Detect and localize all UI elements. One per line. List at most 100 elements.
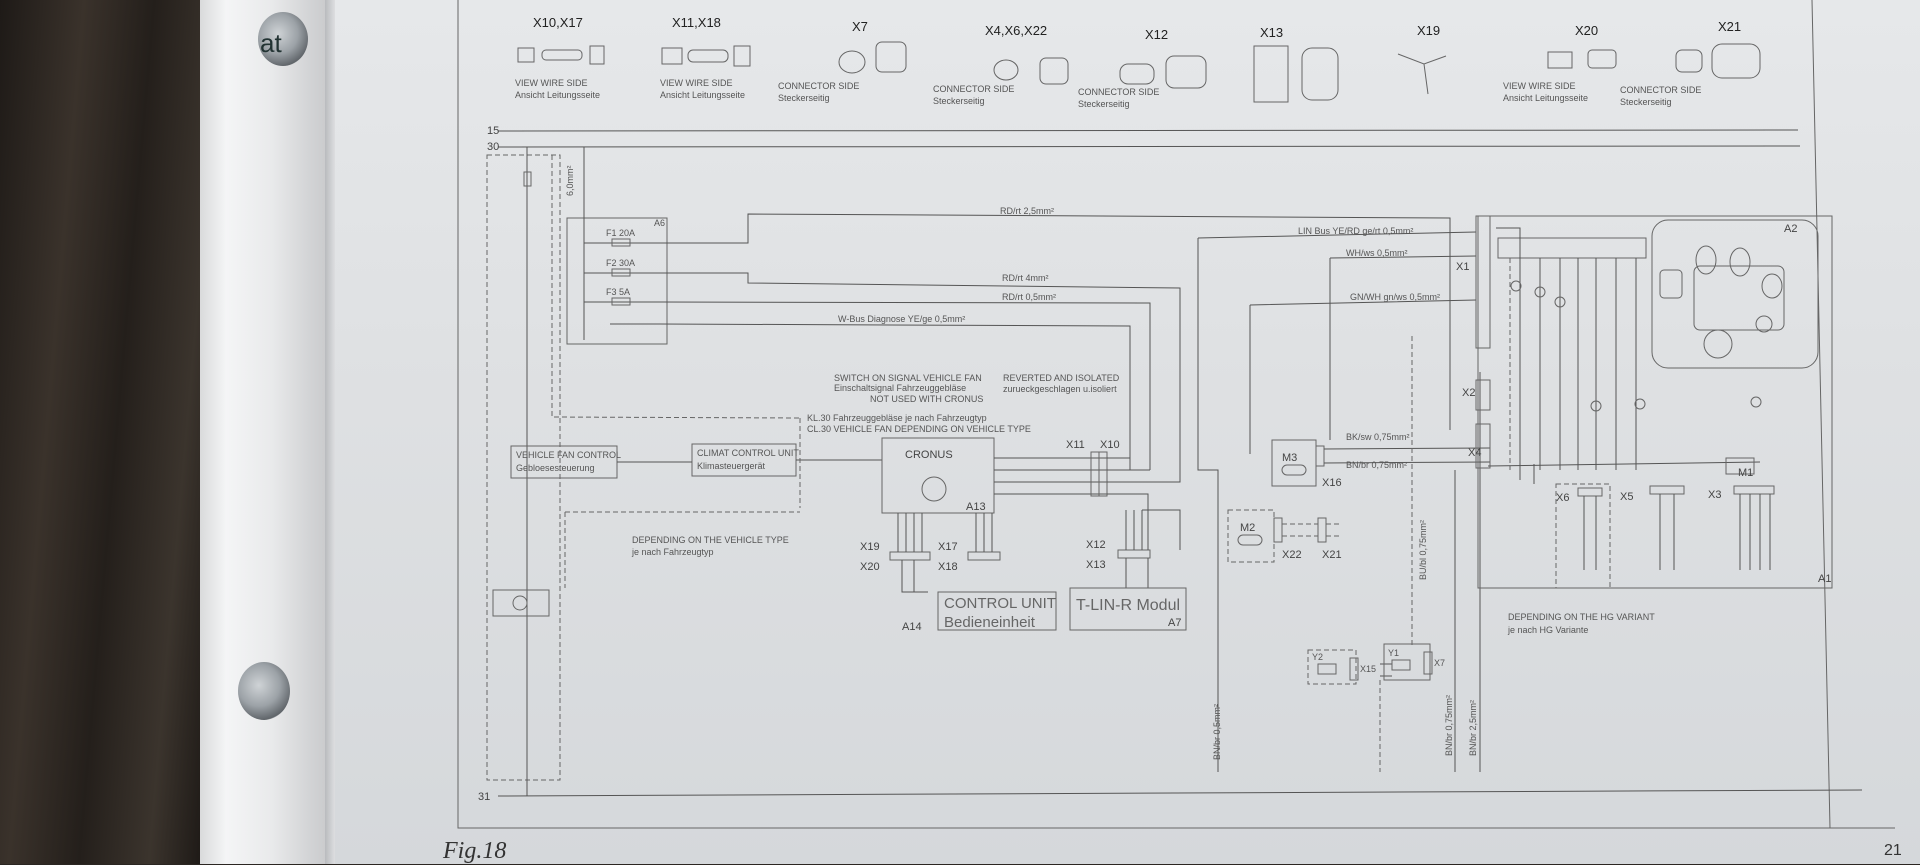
- rail-31-label: 31: [478, 791, 490, 803]
- a2-label: A2: [1784, 223, 1797, 235]
- connector-drawing-icon: [875, 41, 907, 73]
- tlin-label: T-LIN-R Modul: [1076, 597, 1180, 614]
- heater-a1-frame: [1477, 215, 1833, 589]
- x17-connector: [967, 551, 1001, 561]
- x12-wires: [1125, 510, 1149, 550]
- connector-x21: X21 CONNECTOR SIDE Steckerseitig: [1620, 19, 1761, 107]
- y1-label: Y1: [1388, 648, 1399, 658]
- motor-m3: M3 X16 BK/sw 0,75mm² BN/br 0,75mm²: [1271, 432, 1491, 489]
- x18-label: X18: [938, 561, 958, 573]
- x1-connector: [1475, 215, 1491, 349]
- binder-spine: [200, 0, 330, 864]
- fuse-f2-label: F2 30A: [606, 258, 635, 268]
- m3-wire-bn: [1323, 461, 1491, 464]
- y1-valve-icon: [1391, 659, 1411, 671]
- x12-connector: [1117, 549, 1151, 559]
- connector-note: Steckerseitig: [933, 96, 985, 106]
- fuse-f3: [611, 297, 631, 306]
- fuse-box-a6: 6,0mm² A6 F1 20A F2 30A F3 5A: [565, 147, 668, 345]
- connector-x7: X7 CONNECTOR SIDE Steckerseitig: [778, 19, 907, 103]
- connector-x12: X12 CONNECTOR SIDE Steckerseitig: [1078, 27, 1207, 109]
- connector-note: VIEW WIRE SIDE: [1503, 81, 1576, 91]
- wire-label: BK/sw 0,75mm²: [1346, 432, 1410, 442]
- m3-motor-icon: [1281, 464, 1307, 476]
- wire-label: RD/rt 4mm²: [1002, 273, 1049, 283]
- connector-header: X10,X17 VIEW WIRE SIDE Ansicht Leitungss…: [515, 15, 1761, 109]
- y2-label: Y2: [1312, 652, 1323, 662]
- connector-x10-x17: X10,X17 VIEW WIRE SIDE Ansicht Leitungss…: [515, 15, 605, 100]
- connector-note: Ansicht Leitungsseite: [515, 90, 600, 100]
- connector-drawing-icon: [1675, 49, 1703, 73]
- connector-drawing-icon: [838, 50, 866, 74]
- x11-connector: [1090, 451, 1100, 497]
- motor-m2: M2 X22 X21: [1227, 509, 1342, 563]
- x19-connector: [889, 551, 931, 561]
- a2-x2-socket: [1695, 245, 1717, 275]
- vehicle-type-region: [564, 418, 801, 588]
- note-text: zurueckgeschlagen u.isoliert: [1003, 384, 1117, 394]
- control-unit-label: Bedieneinheit: [944, 614, 1036, 631]
- connector-x20: X20 VIEW WIRE SIDE Ansicht Leitungsseite: [1503, 23, 1617, 103]
- tlin-box: [1069, 587, 1187, 631]
- a2-x4-socket: [1703, 329, 1733, 359]
- page-number: 21: [1884, 842, 1902, 859]
- heater-bus-wires: LIN Bus YE/RD ge/rt 0,5mm² WH/ws 0,5mm² …: [1197, 226, 1477, 454]
- rail-15-label: 15: [487, 125, 499, 137]
- connector-drawing-icon: [687, 49, 729, 63]
- x7-connector: [1423, 651, 1433, 675]
- y2-box: [1307, 649, 1357, 685]
- wire-label: GN/WH gn/ws 0,5mm²: [1350, 292, 1440, 302]
- m2-wires: [1326, 523, 1340, 537]
- x16-connector: [1315, 445, 1325, 467]
- x17-label: X17: [938, 541, 958, 553]
- connector-drawing-icon: [1711, 43, 1761, 79]
- x13-label: X13: [1086, 559, 1106, 571]
- wire-rd-2-5: [660, 213, 1451, 430]
- heater-unit-a1: A1 X1 X2 X4 M1 X6 X5 X3: [1456, 215, 1833, 589]
- wire-label: W-Bus Diagnose YE/ge 0,5mm²: [838, 314, 965, 324]
- notes: SWITCH ON SIGNAL VEHICLE FAN Einschaltsi…: [631, 373, 1655, 635]
- connector-note: CONNECTOR SIDE: [1620, 85, 1701, 95]
- rail-30-label: 30: [487, 141, 499, 153]
- x12-wire-extra: [1142, 509, 1181, 550]
- fuse-icon: [1510, 280, 1522, 292]
- m1-motor: [1725, 457, 1755, 475]
- a2-x3-socket: [1761, 273, 1783, 299]
- connector-label: X20: [1575, 23, 1598, 38]
- manual-page: [335, 0, 1920, 864]
- y2-wires: [1380, 663, 1392, 677]
- wire-gn: [1249, 299, 1477, 454]
- wire-label: RD/rt 0,5mm²: [1002, 292, 1056, 302]
- control-unit-a2: [1651, 219, 1819, 369]
- a13-bus: [897, 513, 993, 552]
- fuse-icon: [1590, 400, 1602, 412]
- cronus-label: CRONUS: [905, 449, 953, 461]
- fan-motor-icon: [512, 595, 528, 611]
- x11-label: X11: [1066, 439, 1085, 451]
- y2-valve-icon: [1317, 663, 1337, 675]
- climate-control-unit: CLIMAT CONTROL UNIT Klimasteuergerät: [691, 443, 799, 477]
- a1-label: A1: [1818, 573, 1831, 585]
- fuse-icon: [1554, 296, 1566, 308]
- fuse-box-label: A6: [654, 218, 665, 228]
- rail-15: [497, 129, 1799, 132]
- note-text: NOT USED WITH CRONUS: [870, 394, 983, 404]
- cronus-module-a13: CRONUS A13: [881, 437, 1112, 514]
- rail-31: [497, 789, 1863, 797]
- x6-connector: [1577, 487, 1603, 497]
- fuse-main: [523, 171, 532, 187]
- x10-connector: [1098, 451, 1108, 497]
- wire-rd-0-5: [659, 301, 1151, 470]
- heater-wire: [1496, 227, 1521, 480]
- figure-caption: Fig.18: [443, 838, 507, 864]
- connector-drawing-icon: [1039, 57, 1069, 85]
- note-text: je nach HG Variante: [1507, 625, 1588, 635]
- m3-wire-bk: [1323, 447, 1491, 450]
- connector-note: VIEW WIRE SIDE: [515, 78, 588, 88]
- x13-wires: [1125, 558, 1149, 588]
- x12-label: X12: [1086, 539, 1106, 551]
- connector-x4-x6-x22: X4,X6,X22 CONNECTOR SIDE Steckerseitig: [933, 23, 1069, 106]
- connector-drawing-icon: [1165, 55, 1207, 89]
- note-text: CL.30 VEHICLE FAN DEPENDING ON VEHICLE T…: [807, 424, 1031, 434]
- m2-box: [1227, 509, 1275, 563]
